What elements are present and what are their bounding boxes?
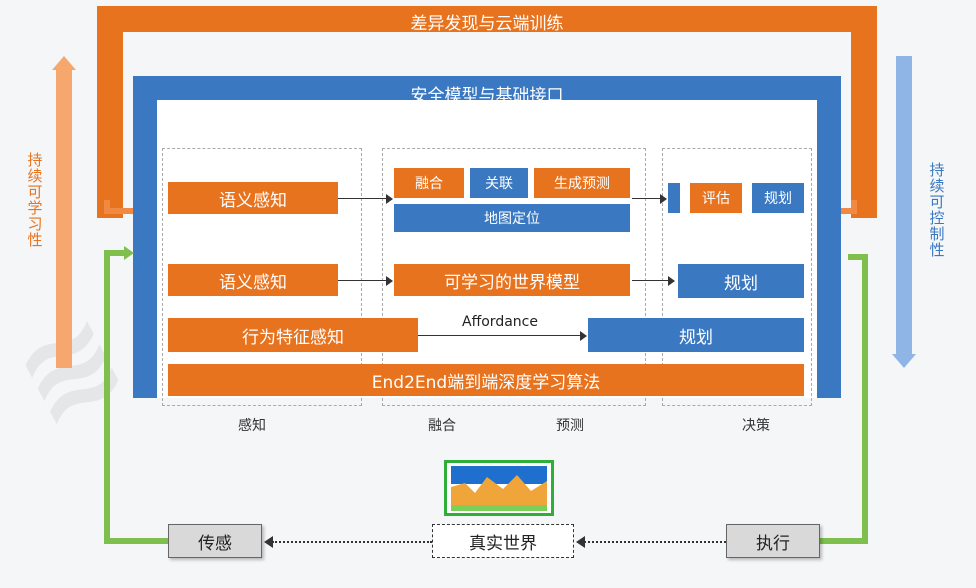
left-side-label: 持续可学习性: [25, 152, 44, 248]
column-label-decision: 决策: [742, 418, 770, 434]
execute-box: 执行: [726, 524, 820, 558]
world-illustration: [444, 460, 554, 516]
end2end-box: End2End端到端深度学习算法: [168, 364, 804, 396]
world-model-box: 可学习的世界模型: [394, 264, 630, 296]
watermark: ≋: [0, 284, 148, 455]
dotted-arrow-left: [272, 541, 432, 543]
green-loop-left: [104, 250, 110, 544]
arrow-row3: [418, 335, 582, 336]
top-blue-label: 安全模型与基础接口: [410, 85, 564, 106]
arrow-row2-a: [338, 280, 390, 281]
dotted-arrow-right: [584, 541, 726, 543]
dotted-arrow-left-head: [264, 536, 273, 548]
green-loop-left-bottom: [104, 538, 168, 544]
sensor-box: 传感: [168, 524, 262, 558]
arrow-row1-a-head: [386, 194, 393, 204]
decision-marker: [668, 183, 680, 213]
arrow-row2-a-head: [386, 276, 393, 286]
column-label-fusion: 融合: [428, 418, 456, 434]
top-orange-label: 差异发现与云端训练: [410, 13, 564, 34]
fusion-prediction-column: [382, 148, 646, 406]
semantic-perception-box-1: 语义感知: [168, 182, 338, 214]
prediction-box: 生成预测: [534, 168, 630, 198]
planning-box-3: 规划: [588, 318, 804, 352]
column-label-prediction: 预测: [556, 418, 584, 434]
evaluation-box: 评估: [690, 183, 742, 213]
perception-column: [162, 148, 362, 406]
arrow-row1-b: [632, 198, 664, 199]
column-label-perception: 感知: [238, 418, 266, 434]
planning-box-1: 规划: [752, 183, 804, 213]
right-side-arrowhead: [892, 354, 916, 368]
green-loop-right-top: [848, 254, 868, 260]
green-loop-right: [862, 254, 868, 544]
right-side-arrow: [896, 56, 912, 356]
real-world-box: 真实世界: [432, 524, 574, 558]
association-box: 关联: [470, 168, 528, 198]
affordance-label: Affordance: [462, 314, 538, 330]
left-side-arrowhead: [52, 56, 76, 70]
arrow-row1-a: [338, 198, 390, 199]
green-loop-left-top: [104, 250, 126, 256]
terrain-graphic: [451, 475, 547, 511]
orange-left-hook: [104, 200, 142, 214]
right-side-label: 持续可控制性: [927, 162, 946, 258]
dotted-arrow-right-head: [576, 536, 585, 548]
left-side-arrow: [56, 68, 72, 368]
green-loop-left-arrowhead: [124, 246, 134, 260]
fusion-box: 融合: [394, 168, 464, 198]
behavior-perception-box: 行为特征感知: [168, 318, 418, 352]
green-loop-right-bottom: [820, 538, 868, 544]
arrow-row2-b-head: [668, 276, 675, 286]
semantic-perception-box-2: 语义感知: [168, 264, 338, 296]
decision-column: [662, 148, 812, 406]
map-localization-box: 地图定位: [394, 204, 630, 232]
top-orange-frame: [97, 6, 877, 218]
arrow-row1-b-head: [660, 194, 667, 204]
arrow-row2-b: [632, 280, 672, 281]
arrow-row3-head: [580, 331, 587, 341]
orange-right-hook: [827, 200, 857, 214]
planning-box-2: 规划: [678, 264, 804, 298]
